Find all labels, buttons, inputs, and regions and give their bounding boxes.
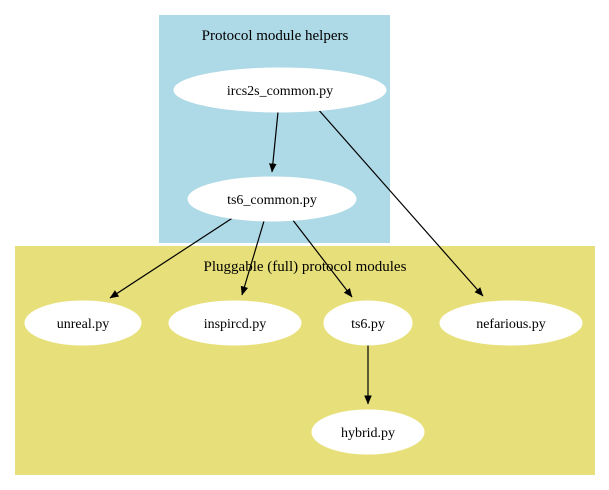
node-ircs2s_common-label: ircs2s_common.py: [227, 84, 333, 99]
edges: [109, 107, 484, 405]
edge-ircs2s_common-to-ts6_common: [269, 111, 279, 173]
cluster-helpers-label: Protocol module helpers: [202, 28, 349, 44]
edge-ts6_common-to-ts6: [291, 218, 353, 298]
cluster-pluggable-box: [15, 246, 595, 475]
node-unreal-label: unreal.py: [57, 317, 109, 332]
cluster-pluggable-label: Pluggable (full) protocol modules: [204, 259, 407, 275]
node-inspircd-ellipse: [168, 300, 302, 346]
node-inspircd-label: inspircd.py: [204, 317, 267, 332]
node-unreal-ellipse: [24, 300, 142, 346]
node-ts6: ts6.py: [323, 300, 413, 346]
node-hybrid-label: hybrid.py: [341, 426, 395, 441]
node-hybrid: hybrid.py: [311, 409, 425, 455]
node-inspircd: inspircd.py: [168, 300, 302, 346]
node-hybrid-ellipse: [311, 409, 425, 455]
node-ircs2s_common-ellipse: [173, 67, 387, 113]
node-ts6_common: ts6_common.py: [187, 176, 357, 222]
edge-ts6_common-to-inspircd: [240, 220, 265, 296]
node-ts6_common-label: ts6_common.py: [227, 193, 317, 208]
node-unreal: unreal.py: [24, 300, 142, 346]
node-nefarious-label: nefarious.py: [476, 317, 546, 332]
edge-ircs2s_common-to-nefarious: [316, 107, 484, 297]
node-ircs2s_common: ircs2s_common.py: [173, 67, 387, 113]
node-ts6-label: ts6.py: [351, 317, 385, 332]
cluster-pluggable-protocol-modules: Pluggable (full) protocol modules: [15, 246, 595, 475]
node-nefarious-ellipse: [439, 300, 583, 346]
node-nefarious: nefarious.py: [439, 300, 583, 346]
edge-ts6_common-to-unreal: [109, 216, 235, 299]
node-ts6_common-ellipse: [187, 176, 357, 222]
node-ts6-ellipse: [323, 300, 413, 346]
